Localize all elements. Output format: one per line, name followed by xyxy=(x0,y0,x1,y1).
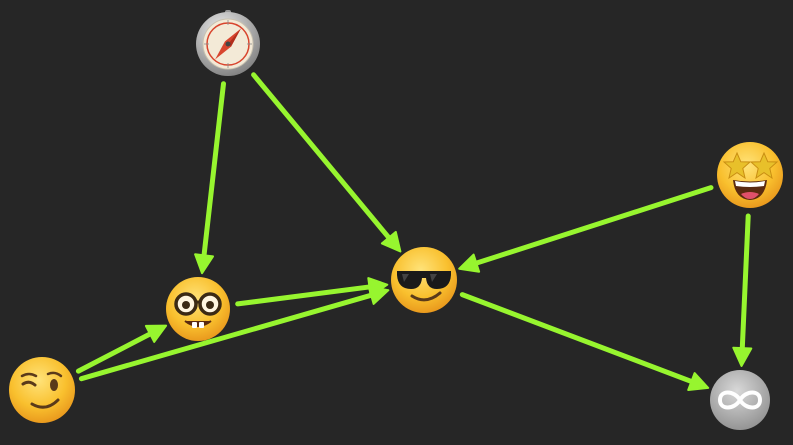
arrowhead-icon xyxy=(458,253,481,273)
edge-sunglasses-to-infinity xyxy=(459,292,710,391)
infinity-icon xyxy=(710,370,770,430)
nerd-face-icon xyxy=(166,277,230,341)
edges-layer xyxy=(75,72,753,391)
edge-line xyxy=(235,284,374,307)
edge-line xyxy=(201,81,226,260)
edge-line xyxy=(251,72,393,242)
compass-icon xyxy=(196,10,260,76)
arrowhead-icon xyxy=(367,285,390,305)
edge-line xyxy=(471,185,714,267)
edge-line xyxy=(78,292,376,382)
edge-compass-to-nerd xyxy=(194,81,226,275)
arrowhead-icon xyxy=(380,230,402,253)
arrowhead-icon xyxy=(144,324,168,343)
winking-face-icon xyxy=(9,357,75,423)
star-struck-face-icon xyxy=(717,142,783,208)
edge-wink-to-nerd xyxy=(75,324,168,374)
edge-wink-to-sunglasses xyxy=(78,285,390,382)
arrowhead-icon xyxy=(194,253,214,275)
arrowhead-icon xyxy=(732,346,753,367)
arrowhead-icon xyxy=(687,372,710,391)
edge-compass-to-sunglasses xyxy=(251,72,402,253)
sunglasses-face-icon xyxy=(391,247,457,313)
edge-line xyxy=(739,213,751,353)
edge-star-struck-to-infinity xyxy=(732,213,753,367)
edge-line xyxy=(75,330,155,374)
edge-nerd-to-sunglasses xyxy=(235,277,389,307)
edge-line xyxy=(459,292,696,385)
edge-star-struck-to-sunglasses xyxy=(458,185,714,273)
